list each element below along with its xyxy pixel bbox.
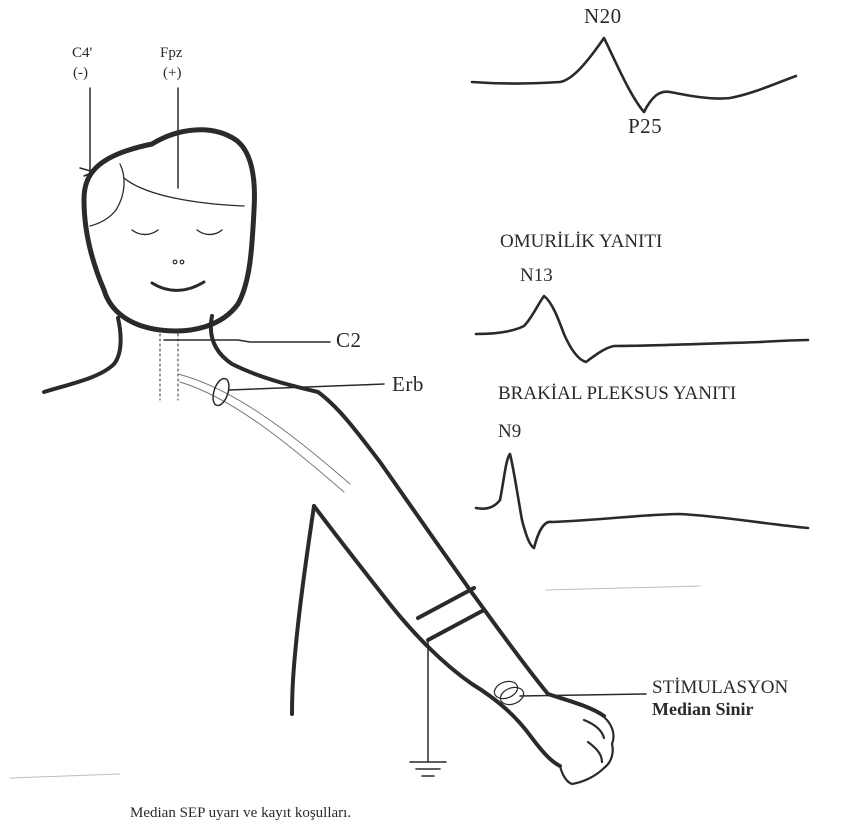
stimulation-title: STİMULASYON bbox=[652, 678, 788, 697]
spinal-title: OMURİLİK YANITI bbox=[500, 232, 662, 251]
figure-caption: Median SEP uyarı ve kayıt koşulları. bbox=[130, 806, 351, 821]
nerve-path-2 bbox=[180, 382, 344, 492]
p25-label: P25 bbox=[628, 116, 662, 137]
nostril-right bbox=[180, 260, 184, 264]
torso-side bbox=[292, 506, 314, 714]
hair-line-2 bbox=[124, 178, 244, 206]
spinal-waveform bbox=[476, 296, 808, 362]
plexus-title: BRAKİAL PLEKSUS YANITI bbox=[498, 384, 736, 403]
band-line-1 bbox=[418, 588, 474, 618]
hair-line bbox=[90, 164, 124, 226]
artifact-line-1 bbox=[546, 586, 700, 590]
fpz-label: Fpz bbox=[160, 46, 183, 61]
c2-label: C2 bbox=[336, 330, 362, 351]
fpz-sign: (+) bbox=[163, 66, 181, 81]
head-outline bbox=[84, 130, 254, 331]
mouth bbox=[152, 282, 204, 290]
artifact-line-2 bbox=[10, 774, 120, 778]
stim-leader bbox=[520, 694, 646, 696]
plexus-waveform bbox=[476, 454, 808, 548]
band-line-2 bbox=[428, 610, 484, 640]
cortical-waveform bbox=[472, 38, 796, 112]
n9-label: N9 bbox=[498, 422, 521, 441]
nerve-path-1 bbox=[178, 374, 350, 484]
right-eye bbox=[197, 230, 222, 235]
erb-label: Erb bbox=[392, 374, 424, 395]
c4-sign: (-) bbox=[73, 66, 88, 81]
erb-electrode bbox=[210, 377, 232, 408]
nostril-left bbox=[173, 260, 177, 264]
hand bbox=[548, 694, 614, 784]
c4-label: C4' bbox=[72, 46, 92, 61]
left-eye bbox=[132, 230, 158, 235]
stimulation-nerve: Median Sinir bbox=[652, 700, 754, 718]
c2-leader bbox=[164, 340, 330, 342]
n20-label: N20 bbox=[584, 6, 622, 27]
n13-label: N13 bbox=[520, 266, 553, 285]
neck-left-shoulder bbox=[44, 318, 121, 392]
